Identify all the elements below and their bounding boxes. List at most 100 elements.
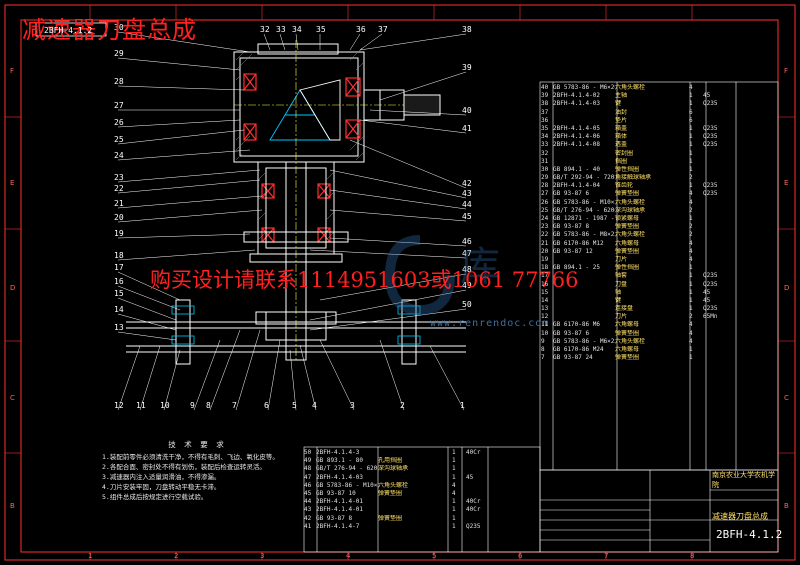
- bom-cell: 1: [689, 92, 693, 100]
- bom-cell: 4: [689, 329, 693, 337]
- output-shaft: [363, 89, 441, 121]
- bom-cell: [378, 474, 452, 482]
- part-balloon: 43: [462, 189, 472, 198]
- bom-cell: 65Mn: [703, 313, 718, 321]
- bom-cell: 主轴: [615, 92, 628, 100]
- bom-cell: 刀片: [615, 313, 628, 321]
- bom-cell: 4: [689, 190, 693, 198]
- bom-cell: 1: [689, 182, 693, 190]
- bom-cell: 42: [304, 514, 312, 522]
- bom-cell: [378, 449, 452, 457]
- gearbox-housing: [233, 43, 420, 163]
- bom-cell: [703, 330, 733, 338]
- bom-cell: 六角头螺栓: [615, 84, 646, 91]
- bom-cell: 8: [541, 346, 545, 353]
- bom-cell: GB 5783-86 - M10×25: [553, 198, 615, 206]
- part-balloon: 49: [462, 281, 472, 290]
- part-balloon: 39: [462, 63, 472, 72]
- bom-cell: [703, 109, 733, 117]
- bom-cell: 43: [304, 506, 312, 514]
- bom-cell: 2: [689, 313, 693, 321]
- bom-cell: Q235: [703, 182, 718, 190]
- bom-cell: 1: [452, 465, 456, 473]
- bom-cell: 深沟球轴承: [615, 206, 646, 214]
- bom-cell: 1: [452, 514, 456, 522]
- bom-cell: 18: [541, 264, 549, 272]
- part-balloon: 9: [190, 401, 195, 410]
- bom-cell: 1: [452, 506, 456, 514]
- svg-text:F: F: [10, 67, 14, 75]
- bom-cell: 垫片: [615, 116, 628, 124]
- bom-cell: 2BFH-4.1.4-08: [553, 141, 600, 149]
- bom-cell: 刀盘: [615, 280, 628, 288]
- bom-cell: [553, 150, 615, 158]
- bom-cell: 40Cr: [466, 506, 481, 514]
- bom-cell: 2: [689, 174, 693, 182]
- bom-cell: GB 5783-86 - M10×30: [316, 481, 378, 489]
- bom-cell: 27: [541, 190, 549, 198]
- bom-cell: 21: [541, 239, 549, 247]
- tech-req-line: 5.组件总成后按规定进行空载试验。: [102, 493, 208, 501]
- drawing-number-box: [35, 22, 107, 37]
- bom-cell: 46: [304, 481, 312, 489]
- bom-cell: 48: [304, 465, 312, 473]
- bom-cell: [703, 158, 733, 166]
- tech-req-line: 1.装配前零件必须清洗干净，不得有毛刺、飞边、氧化皮等。: [102, 453, 279, 461]
- tech-req-heading: 技 术 要 求: [168, 440, 226, 449]
- bom-cell: 7: [541, 354, 545, 362]
- bom-cell: [703, 117, 733, 125]
- part-balloon: 21: [114, 199, 124, 208]
- bom-cell: 20: [541, 247, 549, 255]
- bom-cell: GB 93-87 6: [553, 190, 590, 198]
- bom-cell: Q235: [703, 141, 718, 149]
- assembly-name: 减速器刀盘总成: [712, 512, 768, 521]
- bom-cell: 六角头螺栓: [615, 198, 646, 206]
- bom-cell: 1: [689, 100, 693, 108]
- bom-cell: 4: [689, 239, 693, 247]
- drawing-number: 2BFH-4.1.2: [716, 528, 783, 541]
- svg-text:B: B: [784, 502, 789, 510]
- part-balloon: 15: [114, 289, 124, 298]
- bom-cell: 15: [541, 288, 549, 296]
- bom-cell: [553, 109, 615, 117]
- bom-cell: 4: [689, 337, 693, 345]
- bom-cell: GB 93-87 10: [316, 489, 356, 497]
- bom-cell: 45: [703, 296, 711, 304]
- bom-cell: 6: [689, 108, 693, 116]
- part-balloon: 7: [232, 401, 237, 410]
- bom-cell: 键: [615, 296, 622, 304]
- bom-cell: [703, 174, 733, 182]
- tech-req-line: 4.刀片安装牢固，刀盘转动平稳无卡滞。: [102, 483, 221, 491]
- svg-text:3: 3: [260, 552, 264, 560]
- part-balloon: 16: [114, 277, 124, 286]
- bom-cell: 12: [541, 313, 549, 321]
- bom-cell: [553, 158, 615, 166]
- bom-cell: 1: [689, 215, 693, 222]
- svg-text:4: 4: [346, 552, 351, 560]
- svg-text:库: 库: [460, 244, 500, 290]
- bom-cell: 40Cr: [466, 498, 481, 506]
- bom-cell: 44: [304, 498, 312, 506]
- bom-cell: GB 12871 - 1987 - 24: [553, 215, 615, 222]
- bom-cell: 24: [541, 215, 549, 222]
- part-balloon: 44: [462, 200, 472, 209]
- bom-cell: 13: [541, 305, 549, 313]
- svg-text:8: 8: [690, 552, 694, 560]
